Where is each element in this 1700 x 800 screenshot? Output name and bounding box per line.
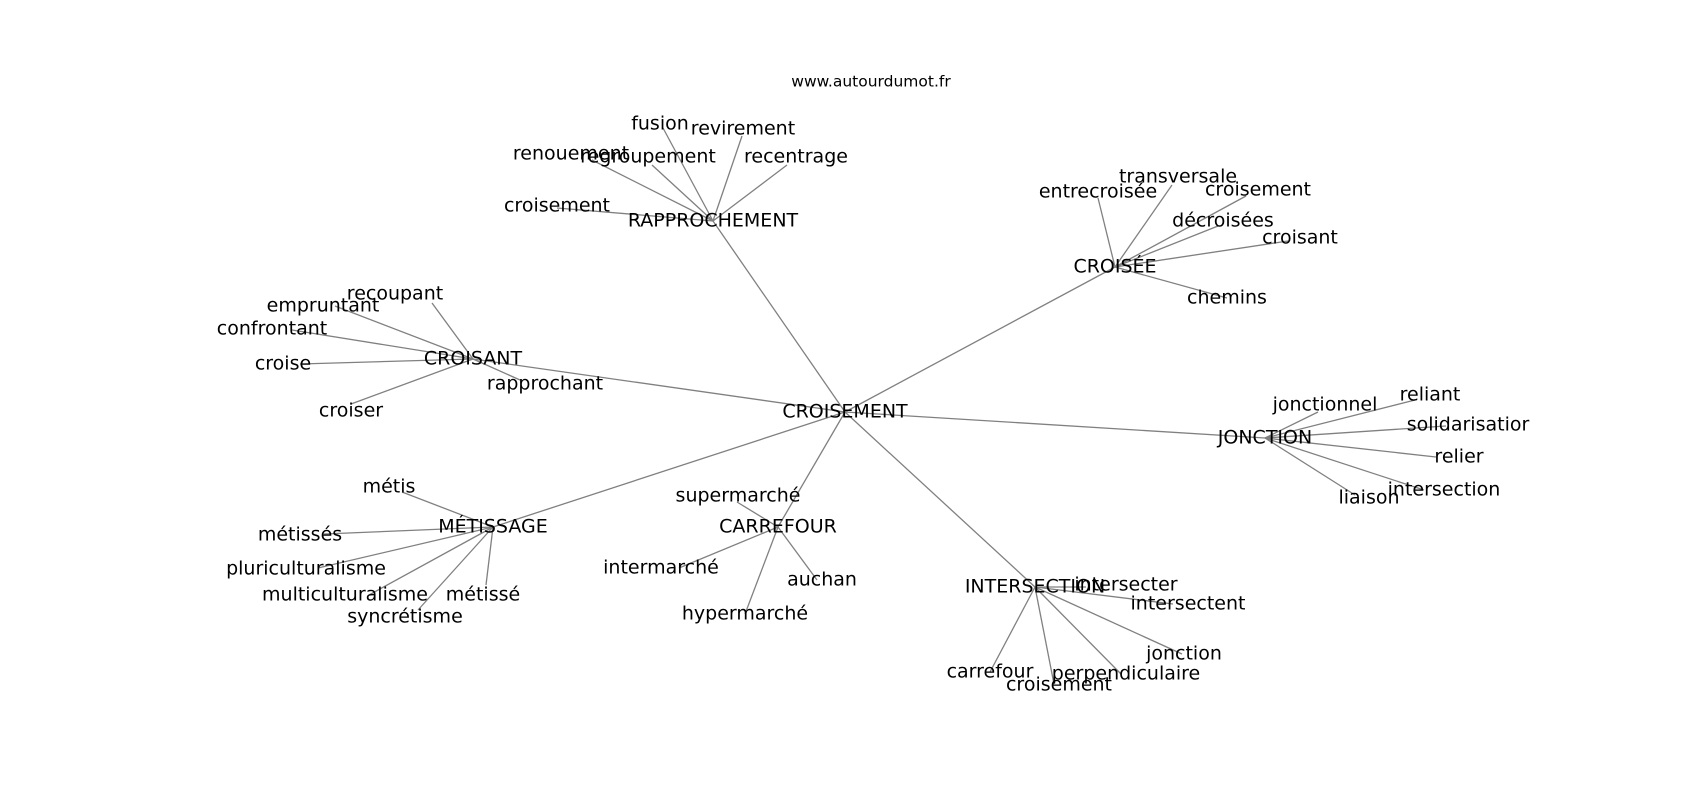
- leaf-node: chemins: [1187, 287, 1267, 309]
- leaf-node: jonctionnel: [1272, 394, 1378, 416]
- leaf-node: renouement: [513, 143, 629, 165]
- hub-node: CARREFOUR: [719, 516, 837, 538]
- leaf-node: empruntant: [267, 295, 380, 317]
- hub-leaf-edge: [417, 526, 494, 611]
- hub-node: MÉTISSAGE: [438, 515, 547, 538]
- leaf-node: recoupant: [347, 283, 443, 305]
- hub-leaf-edge: [1264, 399, 1416, 439]
- leaf-node: revirement: [691, 118, 795, 140]
- leaf-node: relier: [1434, 446, 1483, 468]
- leaf-node: croise: [255, 353, 311, 375]
- hub-leaf-edge: [989, 586, 1036, 673]
- hub-leaf-edge: [662, 127, 714, 222]
- hub-leaf-edge: [431, 302, 474, 360]
- leaf-node: métis: [363, 476, 416, 498]
- hub-leaf-edge: [1264, 437, 1356, 496]
- hub-node: INTERSECTION: [965, 576, 1105, 598]
- hub-leaf-edge: [1264, 437, 1437, 458]
- hub-leaf-edge: [334, 305, 474, 360]
- hub-leaf-edge: [744, 526, 779, 615]
- hub-leaf-edge: [299, 358, 474, 365]
- leaf-node: rapprochant: [487, 373, 603, 395]
- root-hub-edge: [844, 266, 1116, 413]
- hub-node: RAPPROCHEMENT: [628, 210, 799, 232]
- leaf-node: syncrétisme: [347, 606, 463, 628]
- leaf-node: croiser: [319, 400, 383, 422]
- hub-node: JONCTION: [1217, 427, 1312, 449]
- root-hub-edge: [492, 411, 846, 528]
- root-hub-edge: [777, 411, 846, 528]
- leaf-node: décroisées: [1172, 210, 1274, 232]
- hub-leaf-edge: [678, 526, 779, 569]
- leaf-node: métissé: [446, 584, 520, 606]
- edges: [291, 127, 1447, 685]
- leaf-node: croisement: [1006, 674, 1112, 696]
- hub-leaf-edge: [1114, 225, 1219, 268]
- leaf-node: recentrage: [744, 146, 848, 168]
- hub-leaf-edge: [651, 164, 714, 222]
- leaf-node: regroupement: [580, 146, 716, 168]
- hub-leaf-edge: [317, 526, 494, 569]
- hub-leaf-edge: [401, 491, 494, 528]
- hub-leaf-edge: [1114, 195, 1247, 268]
- leaf-node: croisement: [504, 195, 610, 217]
- hub-leaf-edge: [1264, 411, 1319, 439]
- leaf-node: auchan: [787, 569, 857, 591]
- hub-leaf-edge: [777, 526, 818, 581]
- hub-leaf-edge: [736, 501, 779, 528]
- leaf-node: solidarisatior: [1407, 414, 1530, 436]
- hub-leaf-edge: [1114, 184, 1173, 268]
- root-hub-edge: [712, 220, 846, 413]
- root-hub-edge: [472, 358, 846, 413]
- hub-leaf-edge: [712, 135, 743, 222]
- hub-leaf-edge: [323, 526, 494, 535]
- leaf-node: croisant: [1262, 227, 1338, 249]
- hub-leaf-edge: [591, 159, 714, 222]
- leaf-node: intersection: [1388, 479, 1501, 501]
- hub-leaf-edge: [556, 207, 714, 222]
- leaf-node: intersectent: [1131, 593, 1246, 615]
- leaf-node: fusion: [631, 113, 689, 135]
- leaf-node: croisement: [1205, 179, 1311, 201]
- hub-leaf-edge: [712, 164, 788, 222]
- leaf-node: carrefour: [947, 661, 1034, 683]
- leaf-node: multiculturalisme: [262, 584, 428, 606]
- hub-leaf-edge: [472, 358, 521, 381]
- leaf-node: intersecter: [1074, 574, 1177, 596]
- leaf-node: intermarché: [603, 557, 719, 579]
- leaf-node: métissés: [258, 524, 342, 546]
- hub-leaf-edge: [1114, 266, 1228, 299]
- hub-leaf-edge: [1034, 586, 1183, 655]
- root-hub-edge: [844, 411, 1266, 439]
- leaf-node: hypermarché: [682, 603, 808, 625]
- leaf-node: liaison: [1338, 487, 1399, 509]
- leaf-node: transversale: [1119, 166, 1237, 188]
- hub-leaf-edge: [291, 329, 474, 360]
- leaf-node: supermarché: [676, 485, 801, 507]
- hub-leaf-edge: [1097, 197, 1116, 268]
- leaf-node: perpendiculaire: [1052, 663, 1200, 685]
- hub-leaf-edge: [485, 526, 494, 586]
- leaf-node: reliant: [1400, 384, 1461, 406]
- hub-leaf-edge: [1034, 586, 1055, 685]
- hub-leaf-edge: [1034, 586, 1174, 605]
- root-hub-edge: [844, 411, 1036, 588]
- root-node: CROISEMENT: [782, 401, 908, 423]
- source-label: www.autourdumot.fr: [791, 73, 951, 91]
- hub-leaf-edge: [1264, 437, 1425, 491]
- leaf-node: entrecroisée: [1039, 181, 1157, 203]
- leaf-node: jonction: [1145, 643, 1222, 665]
- hub-leaf-edge: [368, 526, 494, 596]
- leaf-node: confrontant: [217, 318, 327, 340]
- hub-leaf-edge: [350, 358, 474, 405]
- hub-node: CROISÉE: [1073, 255, 1156, 278]
- leaf-node: pluriculturalisme: [226, 558, 386, 580]
- hub-leaf-edge: [1114, 240, 1289, 268]
- hub-leaf-edge: [1034, 586, 1122, 675]
- hub-leaf-edge: [1264, 425, 1447, 439]
- hub-node: CROISANT: [424, 348, 523, 370]
